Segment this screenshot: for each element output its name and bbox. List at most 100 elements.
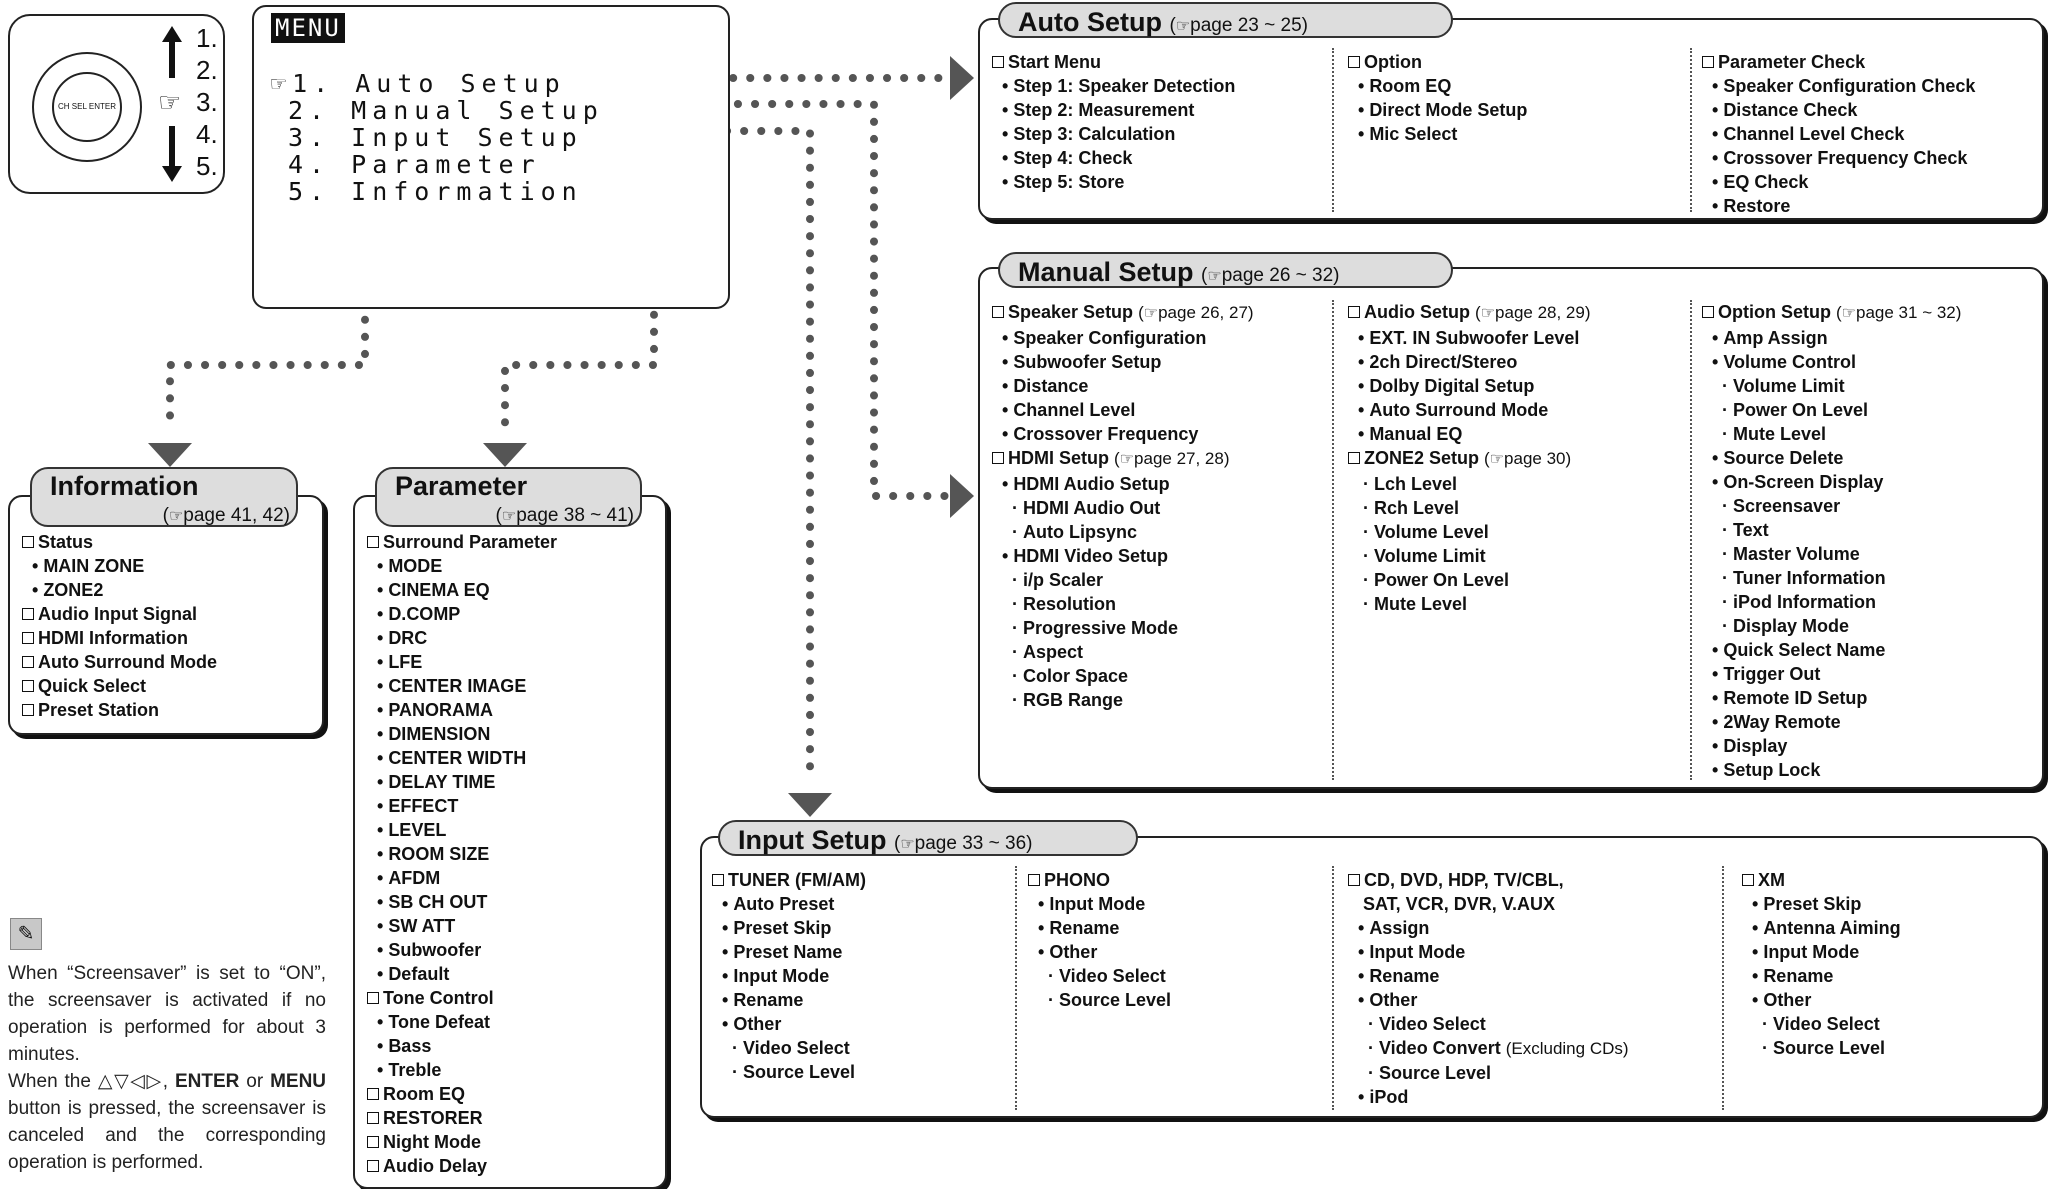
list-item: • Input Mode — [1028, 894, 1146, 914]
parameter-title: Parameter(☞page 38 ~ 41) — [375, 467, 642, 527]
section-header: Audio Delay — [367, 1154, 557, 1178]
note-paragraph-2a: When the △▽◁▷, — [8, 1071, 169, 1092]
list-item: • Other — [1348, 990, 1418, 1010]
column-divider — [1015, 866, 1017, 1110]
item-text: Crossover Frequency — [1013, 424, 1199, 444]
column-divider — [1332, 300, 1334, 780]
page-ref: (☞page 38 ~ 41) — [395, 501, 640, 532]
header-text: RESTORER — [383, 1108, 483, 1128]
list-item: • Manual EQ — [1348, 424, 1463, 444]
list-item: • iPod — [1348, 1087, 1409, 1107]
page-ref: (☞page 30) — [1484, 449, 1571, 468]
sub-item: · Power On Level — [1702, 400, 1869, 420]
list-item: • 2Way Remote — [1702, 712, 1841, 732]
sub-item: · Video Select — [1348, 1014, 1486, 1034]
item-text: Display — [1723, 736, 1788, 756]
checkbox-icon — [1348, 56, 1360, 68]
item-text: Treble — [388, 1060, 442, 1080]
item-text: Subwoofer — [388, 940, 482, 960]
item-text: Other — [733, 1014, 782, 1034]
column-divider — [1722, 866, 1724, 1110]
sub-item: · Resolution — [992, 594, 1116, 614]
list-item: • EFFECT — [367, 796, 459, 816]
list-item: • Step 3: Calculation — [992, 124, 1176, 144]
checkbox-icon — [367, 536, 379, 548]
header-text: Auto Surround Mode — [38, 652, 217, 672]
checkbox-icon — [367, 1136, 379, 1148]
item-text: Resolution — [1023, 594, 1116, 614]
list-item: • MODE — [367, 556, 443, 576]
item-text: Rename — [1049, 918, 1120, 938]
title-text: Parameter — [395, 471, 528, 501]
list-item: • Step 1: Speaker Detection — [992, 76, 1236, 96]
menu-item-parameter[interactable]: 4. Parameter — [288, 150, 541, 179]
item-text: Video Select — [1773, 1014, 1880, 1034]
list-item: • EQ Check — [1702, 172, 1809, 192]
remote-illustration: CH SEL ENTER ☞ 1. 2. 3. 4. 5. — [8, 14, 225, 194]
sub-item: · Color Space — [992, 666, 1129, 686]
number-3: 3. — [196, 87, 218, 117]
list-item: • Channel Level Check — [1702, 124, 1905, 144]
arrow-to-manual-setup — [950, 474, 974, 518]
list-item: • Crossover Frequency — [992, 424, 1199, 444]
menu-item-auto-setup[interactable]: ☞1. Auto Setup — [271, 69, 566, 98]
item-text: Remote ID Setup — [1723, 688, 1868, 708]
item-text: Input Mode — [1763, 942, 1860, 962]
list-item: • DIMENSION — [367, 724, 491, 744]
down-arrow-icon — [162, 166, 182, 182]
checkbox-icon — [992, 306, 1004, 318]
item-text: Other — [1049, 942, 1098, 962]
header-text: Quick Select — [38, 676, 147, 696]
item-text: ZONE2 — [43, 580, 104, 600]
item-text: Subwoofer Setup — [1013, 352, 1162, 372]
hand-pointer-icon: ☞ — [501, 508, 517, 525]
arrow-to-input-setup — [788, 793, 832, 817]
item-text: Mute Level — [1733, 424, 1827, 444]
menu-item-information[interactable]: 5. Information — [288, 177, 583, 206]
header-text: SAT, VCR, DVR, V.AUX — [1363, 894, 1556, 914]
arrow-to-parameter — [483, 443, 527, 467]
list-item: • Direct Mode Setup — [1348, 100, 1528, 120]
header-text: Audio Setup — [1364, 302, 1470, 322]
list-item: • HDMI Video Setup — [992, 546, 1168, 566]
item-text: Aspect — [1023, 642, 1084, 662]
header-text: Speaker Setup — [1008, 302, 1134, 322]
column-divider — [1690, 300, 1692, 780]
header-text: XM — [1758, 870, 1785, 890]
item-text: ROOM SIZE — [388, 844, 490, 864]
header-text: Night Mode — [383, 1132, 481, 1152]
menu-item-manual-setup[interactable]: 2. Manual Setup — [288, 96, 604, 125]
checkbox-icon — [22, 536, 34, 548]
input-setup-col-tuner: TUNER (FM/AM) • Auto Preset • Preset Ski… — [712, 868, 866, 1084]
list-item: • Remote ID Setup — [1702, 688, 1868, 708]
menu-item-input-setup[interactable]: 3. Input Setup — [288, 123, 583, 152]
page-ref: (☞page 33 ~ 36) — [894, 833, 1032, 854]
item-text: Room EQ — [1369, 76, 1452, 96]
list-item: • SB CH OUT — [367, 892, 488, 912]
checkbox-icon — [1348, 306, 1360, 318]
section-header: HDMI Setup (☞page 27, 28) — [992, 446, 1254, 472]
input-setup-title: Input Setup (☞page 33 ~ 36) — [718, 820, 1138, 856]
arrow-to-information — [148, 443, 192, 467]
item-text: Lch Level — [1374, 474, 1458, 494]
item-text: Preset Skip — [733, 918, 832, 938]
hand-pointer-icon: ☞ — [1119, 451, 1135, 468]
list-item: • Volume Control — [1702, 352, 1856, 372]
sub-item: · Source Level — [1348, 1063, 1492, 1083]
page-text: page 23 ~ 25 — [1190, 15, 1302, 36]
header-text: CD, DVD, HDP, TV/CBL, — [1364, 870, 1564, 890]
item-text: LFE — [388, 652, 423, 672]
checkbox-icon — [1028, 874, 1040, 886]
list-item: • LFE — [367, 652, 423, 672]
list-item: • ROOM SIZE — [367, 844, 490, 864]
item-text: Speaker Configuration Check — [1723, 76, 1976, 96]
page-ref: (☞page 26, 27) — [1138, 303, 1254, 322]
page-text: page 31 ~ 32 — [1856, 303, 1956, 322]
item-text: DRC — [388, 628, 428, 648]
item-text: Volume Level — [1374, 522, 1489, 542]
section-header: Auto Surround Mode — [22, 650, 217, 674]
header-text: TUNER (FM/AM) — [728, 870, 866, 890]
header-text: Audio Delay — [383, 1156, 488, 1176]
section-header: Room EQ — [367, 1082, 557, 1106]
item-text: Crossover Frequency Check — [1723, 148, 1968, 168]
